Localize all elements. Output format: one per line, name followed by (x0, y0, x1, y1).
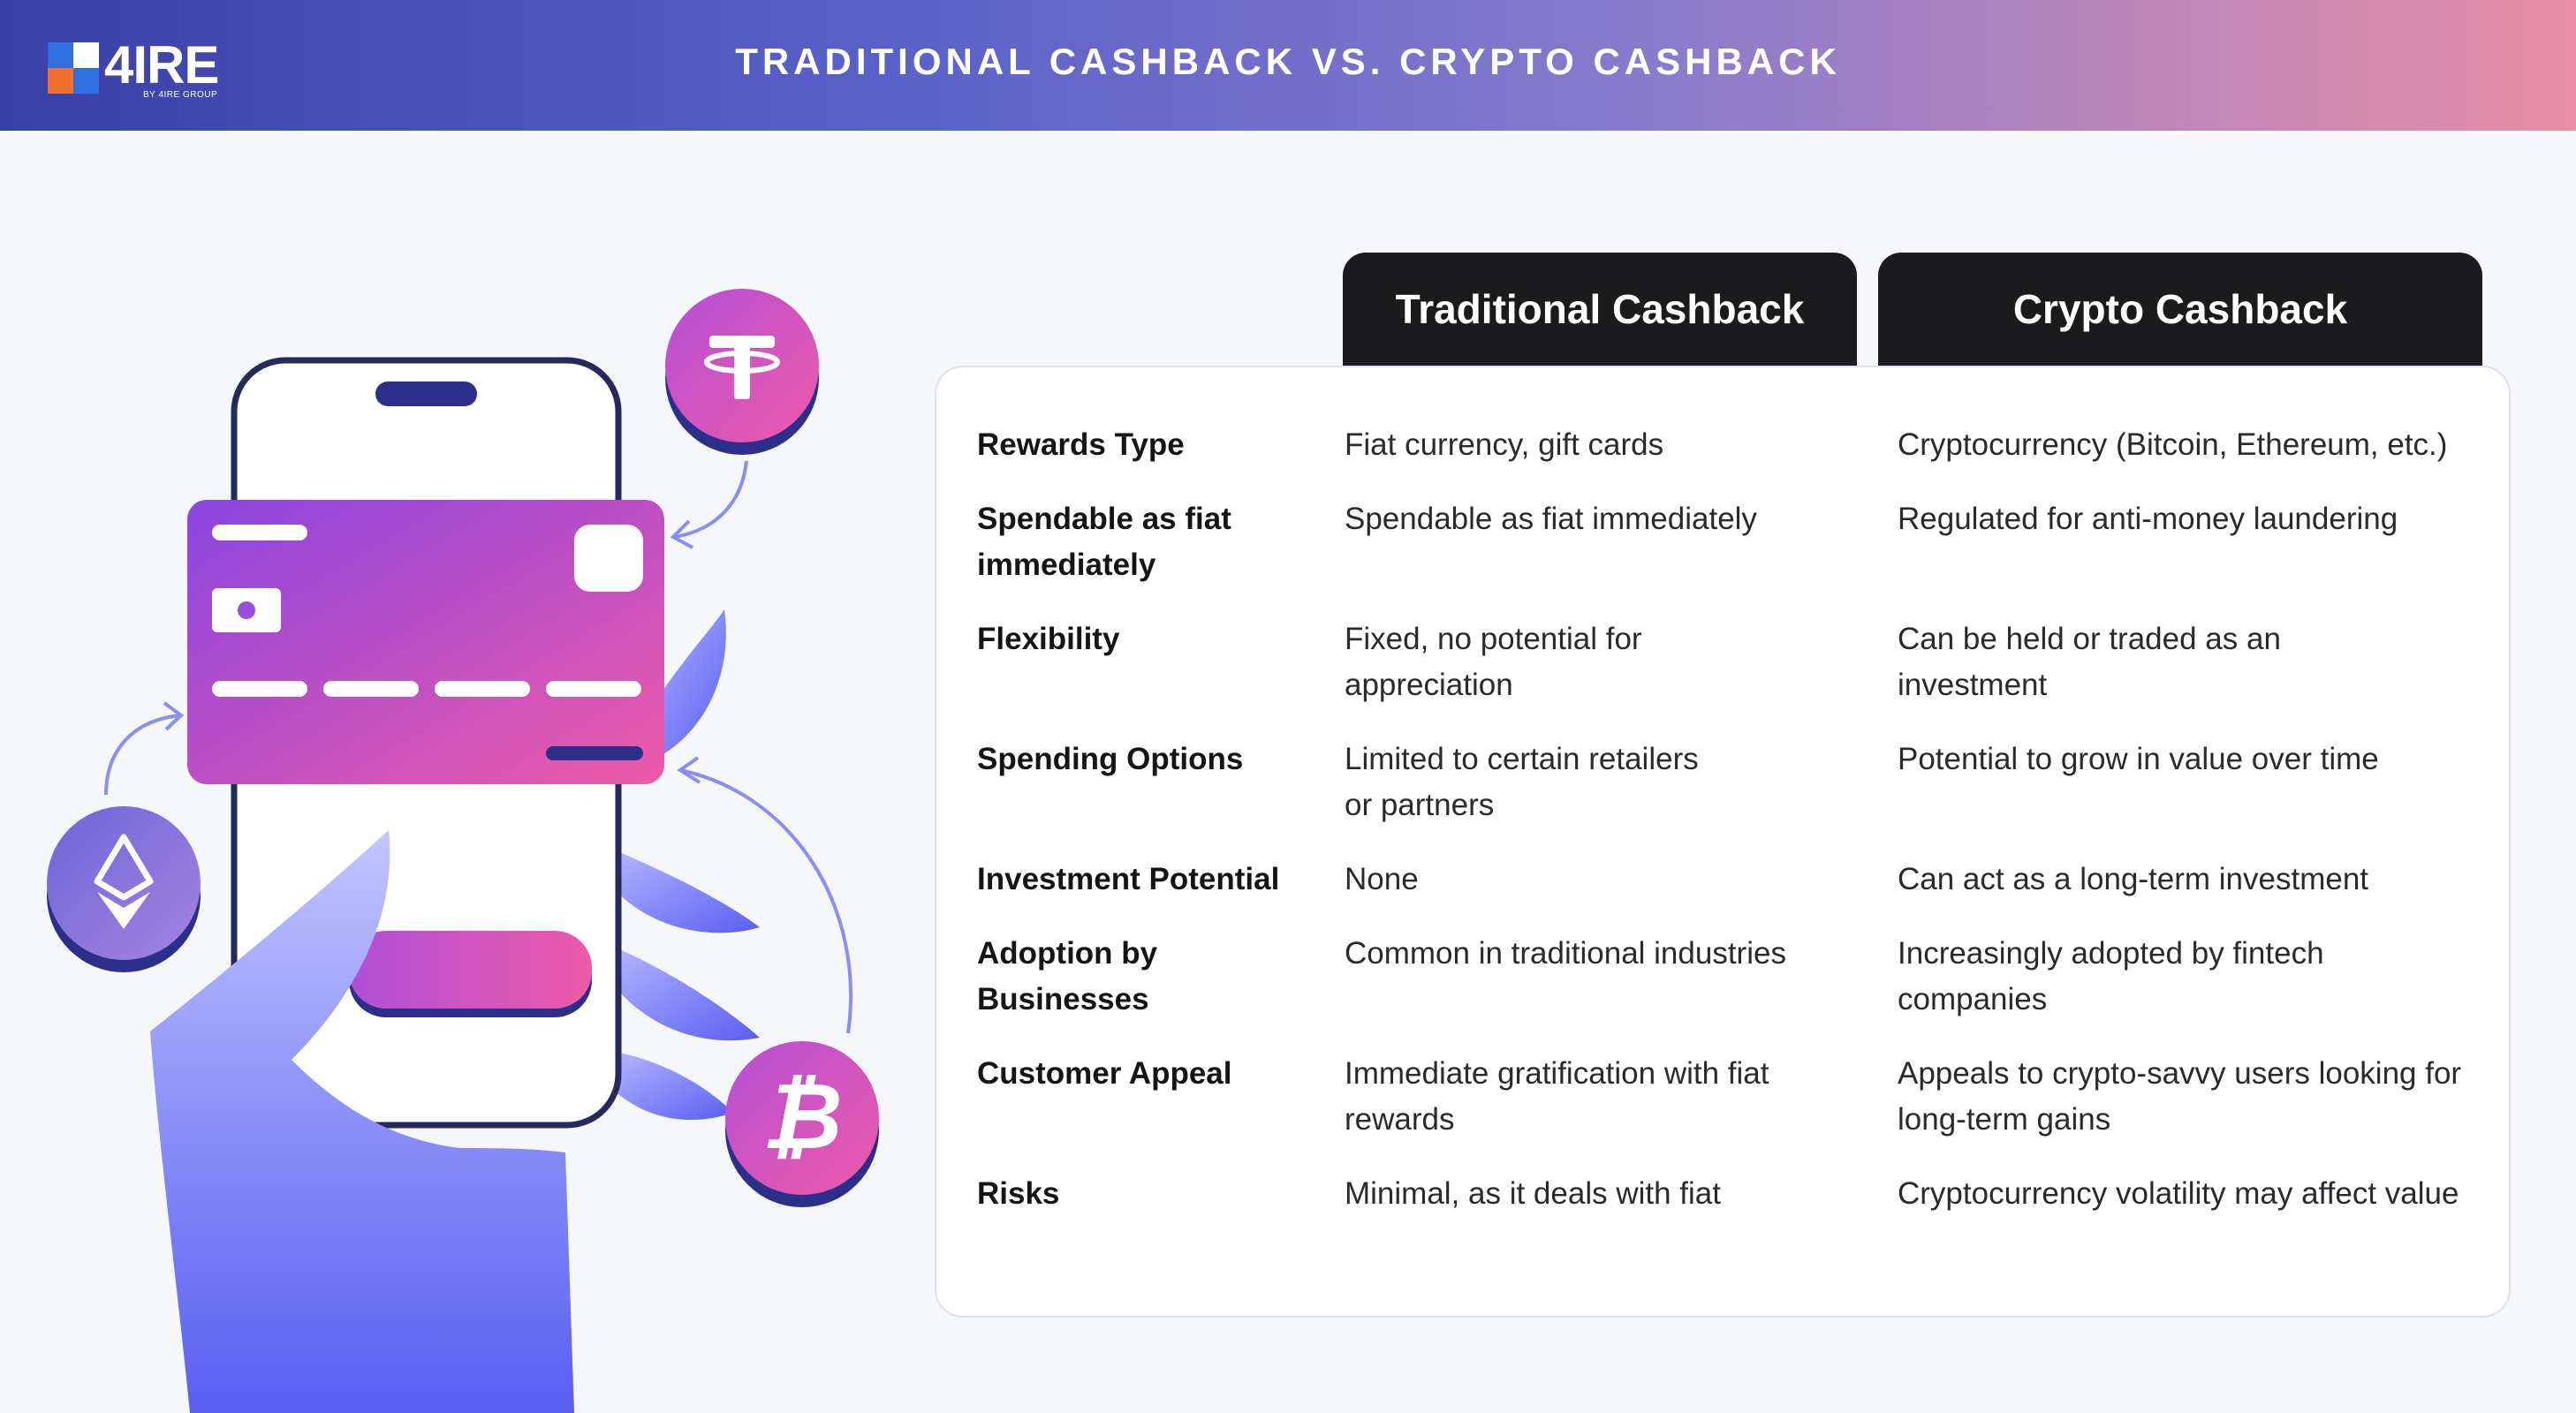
row-label: Risks (977, 1176, 1060, 1211)
hero-illustration: ₿ (47, 289, 879, 1413)
crypto-value: Potential to grow in value over time (1898, 742, 2379, 776)
crypto-value: Can act as a long-term investment (1898, 862, 2369, 896)
crypto-value: Cryptocurrency (Bitcoin, Ethereum, etc.) (1898, 427, 2448, 462)
hand (150, 830, 574, 1413)
row-label: Rewards Type (977, 427, 1185, 462)
traditional-value: None (1345, 862, 1419, 896)
traditional-value: Fixed, no potential for appreciation (1345, 622, 1642, 702)
crypto-value: Can be held or traded as an investment (1898, 622, 2281, 702)
row-label: Adoption by Businesses (977, 936, 1158, 1016)
bitcoin-coin-icon: ₿ (725, 1041, 879, 1207)
logo-mark-icon (48, 42, 99, 94)
logo-subtext: BY 4IRE GROUP (143, 90, 218, 100)
traditional-value: Common in traditional industries (1345, 936, 1786, 971)
row-label: Spending Options (977, 742, 1244, 776)
traditional-value: Limited to certain retailers or partners (1345, 742, 1699, 822)
row-label: Customer Appeal (977, 1056, 1232, 1091)
row-label: Flexibility (977, 622, 1120, 656)
traditional-value: Fiat currency, gift cards (1345, 427, 1664, 462)
column-header-crypto: Crypto Cashback (1878, 253, 2482, 366)
svg-text:₿: ₿ (761, 1062, 842, 1170)
crypto-value: Increasingly adopted by fintech companie… (1898, 936, 2324, 1016)
logo-text: 4IRE (104, 35, 219, 94)
traditional-value: Immediate gratification with fiat reward… (1345, 1056, 1769, 1137)
column-header-traditional: Traditional Cashback (1343, 253, 1857, 366)
company-logo[interactable]: 4IRE BY 4IRE GROUP (48, 35, 233, 100)
credit-card (187, 500, 664, 784)
crypto-value: Appeals to crypto-savvy users looking fo… (1898, 1056, 2462, 1137)
decor-leaf-4 (610, 1051, 733, 1121)
decor-leaf-2 (610, 848, 760, 933)
row-label: Investment Potential (977, 862, 1280, 896)
traditional-value: Spendable as fiat immediately (1345, 502, 1757, 536)
ethereum-coin-icon (47, 806, 201, 972)
arrow-btc-to-card (679, 768, 853, 1034)
arrow-eth-to-card (104, 714, 182, 796)
comparison-table: Rewards Type Fiat currency, gift cards C… (935, 366, 2511, 1318)
tether-coin-icon (665, 289, 819, 455)
decor-leaf-3 (610, 945, 760, 1041)
traditional-value: Minimal, as it deals with fiat (1345, 1176, 1721, 1211)
crypto-value: Regulated for anti-money laundering (1898, 502, 2398, 536)
crypto-value: Cryptocurrency volatility may affect val… (1898, 1176, 2459, 1211)
header-banner: 4IRE BY 4IRE GROUP TRADITIONAL CASHBACK … (0, 0, 2576, 131)
row-label: Spendable as fiat immediately (977, 502, 1231, 582)
page-title: TRADITIONAL CASHBACK VS. CRYPTO CASHBACK (735, 41, 1841, 82)
arrow-tether-to-card (674, 460, 748, 539)
phone-notch (375, 382, 477, 406)
